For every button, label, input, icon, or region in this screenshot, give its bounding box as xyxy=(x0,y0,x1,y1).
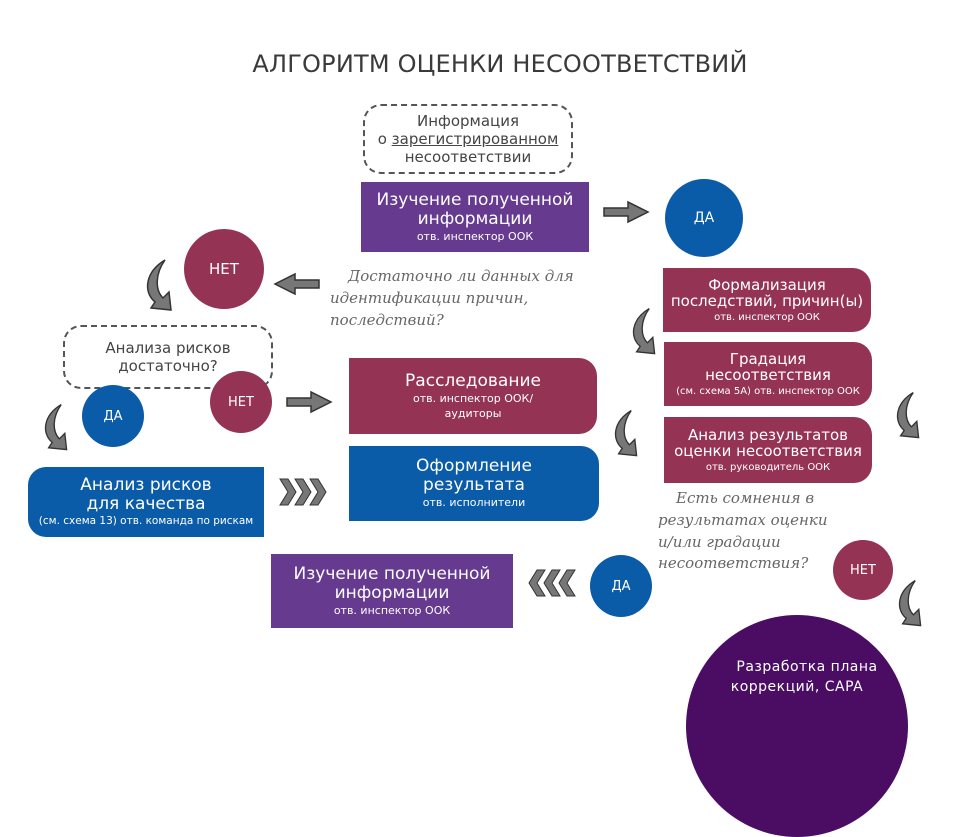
capa-line1: Разработка плана xyxy=(736,659,878,675)
arrow-left-icon xyxy=(273,272,321,296)
question-data-sufficient: Достаточно ли данных для идентификации п… xyxy=(330,267,574,329)
gradation-title2: несоответствия xyxy=(705,366,831,385)
doubts-no-circle: НЕТ xyxy=(833,540,893,600)
start-node-line3: несоответствии xyxy=(404,148,532,166)
capa-line2: коррекций, CAPA xyxy=(730,679,864,696)
curved-arrow-down-icon xyxy=(137,258,177,314)
start-node-prefix: о xyxy=(377,130,392,148)
start-node-underlined: зарегистрированном xyxy=(391,130,559,148)
chevrons-left-icon xyxy=(525,568,577,598)
result-formalize-resp: отв. исполнители xyxy=(422,496,526,510)
result-analysis-title1: Анализ результатов xyxy=(687,425,849,444)
risk-question-line2: достаточно? xyxy=(118,357,218,375)
formalization-title1: Формализация xyxy=(708,275,826,294)
risk-yes-circle: ДА xyxy=(82,385,144,447)
result-analysis-title2: оценки несоответствия xyxy=(674,442,862,461)
investigation-title: Расследование xyxy=(405,371,541,392)
curved-arrow-down-icon xyxy=(36,402,72,454)
chevrons-right-icon xyxy=(278,477,330,507)
curved-arrow-down-icon xyxy=(606,408,642,460)
result-formalize-title1: Оформление xyxy=(416,456,532,477)
study-info-top-title1: Изучение полученной xyxy=(376,189,574,210)
yes-circle-top: ДА xyxy=(665,179,743,257)
gradation-resp: (см. схема 5А) отв. инспектор ООК xyxy=(676,386,860,398)
study-info-bottom-title2: информации xyxy=(334,582,450,603)
capa-text: Разработка плана коррекций, CAPA xyxy=(686,657,908,698)
result-analysis-box: Анализ результатов оценки несоответствия… xyxy=(664,417,872,483)
start-node-line1: Информация xyxy=(416,112,520,130)
result-formalize-title2: результата xyxy=(423,475,525,496)
no-circle-top: НЕТ xyxy=(184,229,264,309)
arrow-right-icon xyxy=(285,390,333,414)
curved-arrow-down-icon xyxy=(624,306,660,358)
gradation-box: Градация несоответствия (см. схема 5А) о… xyxy=(664,342,872,406)
risk-question-node: Анализа рисков достаточно? xyxy=(63,325,273,389)
arrow-right-icon xyxy=(602,200,650,224)
study-info-top-title2: информации xyxy=(417,208,533,229)
curved-arrow-down-icon xyxy=(890,578,926,630)
curved-arrow-down-icon xyxy=(888,390,924,442)
page-title: АЛГОРИТМ ОЦЕНКИ НЕСООТВЕТСТВИЙ xyxy=(252,50,748,78)
formalization-resp: отв. инспектор ООК xyxy=(714,312,820,324)
doubts-yes-circle: ДА xyxy=(590,555,652,617)
question-doubts: Есть сомнения в результатах оценки и/или… xyxy=(658,489,828,573)
study-info-bottom-resp: отв. инспектор ООК xyxy=(333,603,451,617)
risk-no-circle: НЕТ xyxy=(210,371,272,433)
study-info-bottom-title1: Изучение полученной xyxy=(293,563,491,584)
gradation-title1: Градация xyxy=(729,349,807,368)
study-info-top-resp: отв. инспектор ООК xyxy=(416,229,534,243)
formalization-box: Формализация последствий, причин(ы) отв.… xyxy=(663,268,871,332)
investigation-resp1: отв. инспектор ООК/ xyxy=(412,392,534,406)
capa-circle: Разработка плана коррекций, CAPA xyxy=(686,615,908,837)
result-analysis-resp: отв. руководитель ООК xyxy=(705,462,831,474)
risk-analysis-resp: (см. схема 13) отв. команда по рискам xyxy=(38,515,254,528)
investigation-resp2: аудиторы xyxy=(444,406,502,420)
study-info-bottom-box: Изучение полученной информации отв. инсп… xyxy=(271,554,513,628)
study-info-top-box: Изучение полученной информации отв. инсп… xyxy=(361,182,589,252)
result-formalize-box: Оформление результата отв. исполнители xyxy=(349,446,599,521)
risk-analysis-title1: Анализ рисков xyxy=(80,475,212,496)
start-node-line2: о зарегистрированном xyxy=(378,130,559,148)
investigation-box: Расследование отв. инспектор ООК/ аудито… xyxy=(349,358,597,434)
start-node-registered-info: Информация о зарегистрированном несоотве… xyxy=(363,104,573,174)
risk-question-line1: Анализа рисков xyxy=(105,339,231,357)
formalization-title2: последствий, причин(ы) xyxy=(670,292,864,311)
risk-analysis-box: Анализ рисков для качества (см. схема 13… xyxy=(28,467,264,537)
risk-analysis-title2: для качества xyxy=(86,494,206,515)
